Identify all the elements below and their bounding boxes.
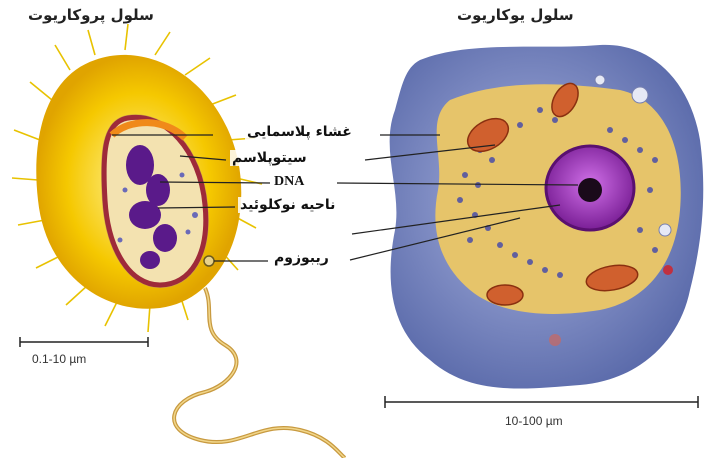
eukaryote-cell — [390, 45, 704, 389]
eukaryote-scale-bar — [385, 396, 698, 408]
label-nucleoid: ناحیه نوکلوئید — [238, 197, 337, 213]
nucleolus — [578, 178, 602, 202]
prokaryote-cell — [12, 24, 345, 458]
label-ribosome: ریبوزوم — [272, 250, 331, 266]
prokaryote-title: سلول پروکاریوت — [28, 6, 154, 24]
prokaryote-scale-label: 0.1-10 µm — [32, 352, 86, 366]
mitochondrion — [487, 285, 523, 305]
label-dna: DNA — [272, 174, 306, 190]
prokaryote-scale-bar — [20, 337, 148, 347]
eukaryote-scale-label: 10-100 µm — [505, 414, 563, 428]
label-cytoplasm: سیتوپلاسم — [230, 150, 309, 166]
eukaryote-title: سلول یوکاریوت — [457, 6, 574, 24]
label-plasma-membrane: غشاء پلاسمایی — [245, 124, 354, 140]
